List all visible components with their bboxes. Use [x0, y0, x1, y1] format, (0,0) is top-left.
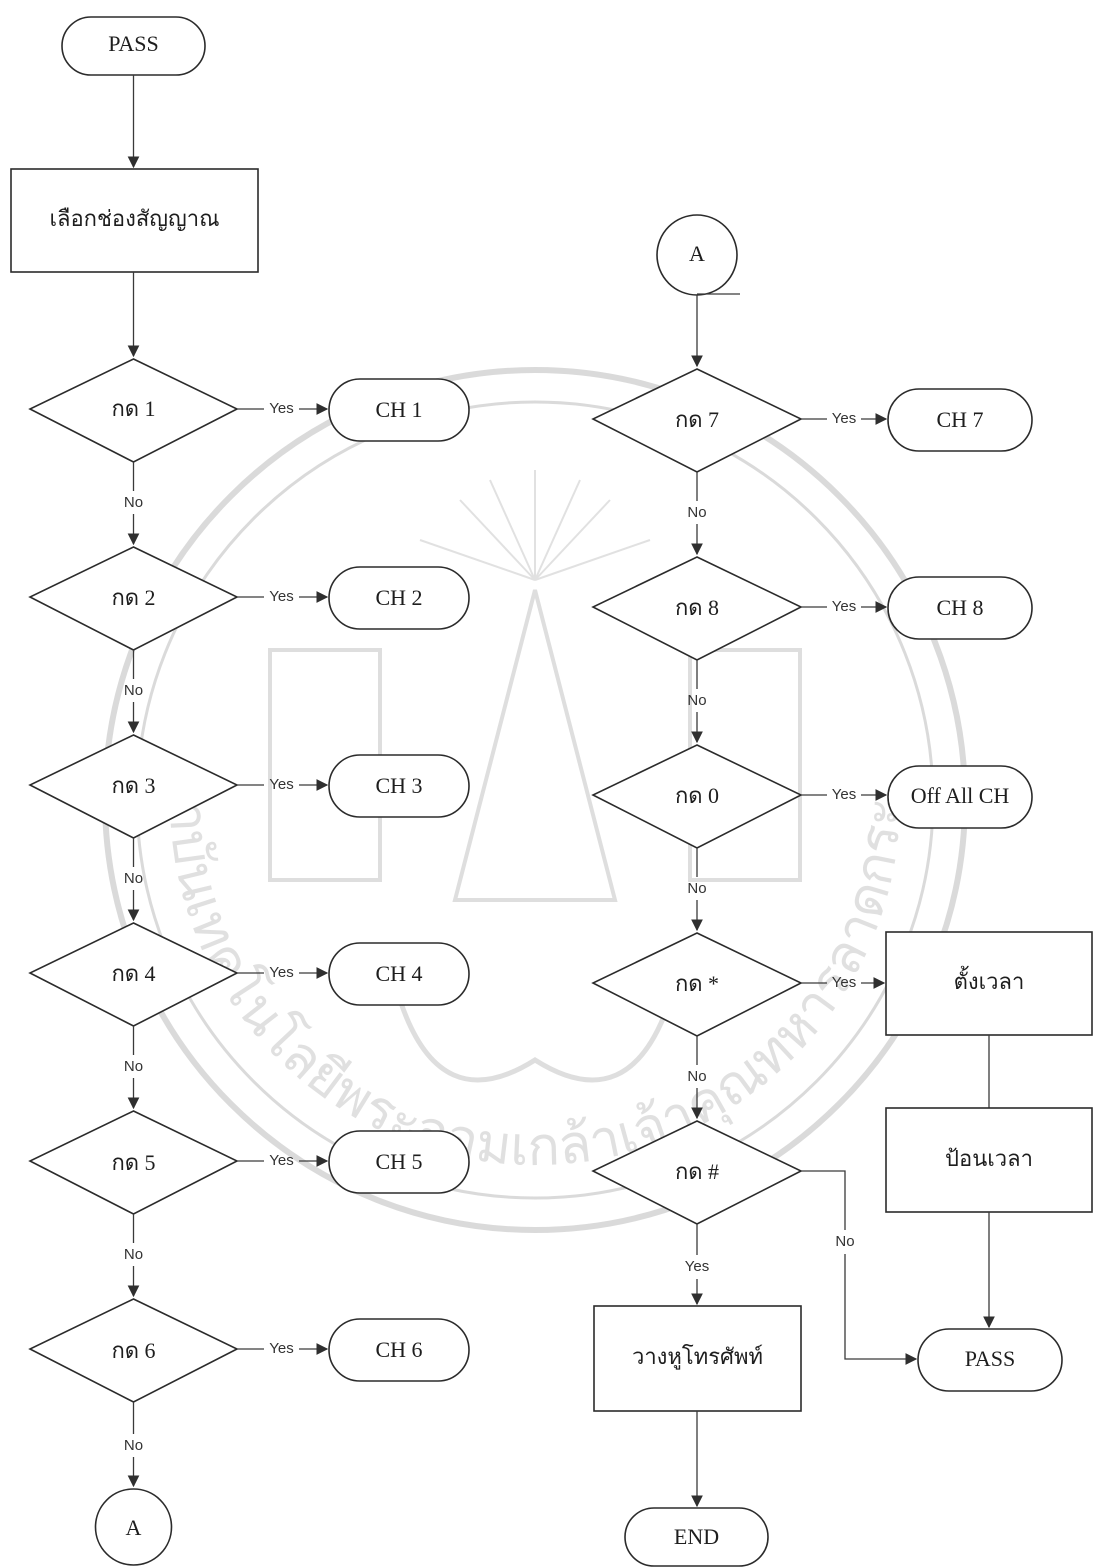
pass-terminal-label: PASS — [965, 1346, 1016, 1371]
result-ch3-label: CH 3 — [375, 773, 422, 798]
result-off-all-ch — [887, 765, 1033, 829]
edge-d0-yes-label: Yes — [832, 786, 856, 803]
edge-d8-no-label: No — [687, 692, 706, 709]
decision-key-hash-label: กด # — [675, 1159, 719, 1184]
edge-d1-no-label: No — [124, 494, 143, 511]
edge-d3-no-label: No — [124, 870, 143, 887]
result-ch1 — [328, 378, 470, 442]
decision-key-6-label: กด 6 — [111, 1338, 155, 1363]
decision-key-5-label: กด 5 — [111, 1150, 155, 1175]
result-off-all-ch-label: Off All CH — [911, 783, 1010, 808]
decision-key-0-label: กด 0 — [675, 783, 719, 808]
edge-d8-yes-label: Yes — [832, 598, 856, 615]
hang-up-label: วางหูโทรศัพท์ — [632, 1344, 763, 1370]
edge-d5-yes-label: Yes — [269, 1152, 293, 1169]
edge-d6-no-label: No — [124, 1437, 143, 1454]
edge-d2-yes-label: Yes — [269, 588, 293, 605]
enter-time-label: ป้อนเวลา — [945, 1146, 1033, 1171]
connector-a-top-label: A — [689, 241, 705, 266]
edge-dhash-no-label: No — [835, 1233, 854, 1250]
result-ch6 — [328, 1318, 470, 1382]
connector-a-bottom — [94, 1488, 173, 1566]
edge-d0-no-label: No — [687, 880, 706, 897]
pass-terminal — [917, 1328, 1063, 1392]
result-ch5 — [328, 1130, 470, 1194]
edge-dhash-no-a — [801, 1170, 846, 1230]
edge-d2-no-label: No — [124, 682, 143, 699]
edge-d6-yes-label: Yes — [269, 1340, 293, 1357]
result-ch3 — [328, 754, 470, 818]
decision-key-1-label: กด 1 — [111, 396, 155, 421]
decision-key-3-label: กด 3 — [111, 773, 155, 798]
edge-d3-yes-label: Yes — [269, 776, 293, 793]
result-ch4-label: CH 4 — [375, 961, 422, 986]
edge-dstar-yes-label: Yes — [832, 974, 856, 991]
decision-key-star-label: กด * — [675, 971, 719, 996]
end-label: END — [674, 1524, 719, 1549]
end-terminal — [624, 1507, 769, 1567]
result-ch2-label: CH 2 — [375, 585, 422, 610]
result-ch4 — [328, 942, 470, 1006]
edge-d7-yes-label: Yes — [832, 410, 856, 427]
result-ch5-label: CH 5 — [375, 1149, 422, 1174]
result-ch2 — [328, 566, 470, 630]
edge-d1-yes-label: Yes — [269, 400, 293, 417]
enter-time-process — [885, 1107, 1093, 1213]
edge-dhash-yes-label: Yes — [685, 1258, 709, 1275]
edge-dstar-no-label: No — [687, 1068, 706, 1085]
decision-key-7-label: กด 7 — [675, 407, 719, 432]
select-channel-label: เลือกช่องสัญญาณ — [49, 206, 219, 231]
select-channel-process — [10, 168, 259, 273]
edge-d7-no-label: No — [687, 504, 706, 521]
decision-key-4-label: กด 4 — [111, 961, 155, 986]
result-ch7 — [887, 388, 1033, 452]
edge-dhash-no-b — [844, 1254, 918, 1365]
result-ch1-label: CH 1 — [375, 397, 422, 422]
set-time-process — [885, 931, 1093, 1036]
result-ch6-label: CH 6 — [375, 1337, 422, 1362]
edge-d5-no-label: No — [124, 1246, 143, 1263]
result-ch7-label: CH 7 — [936, 407, 983, 432]
connector-a-bottom-label: A — [126, 1515, 142, 1540]
decision-key-2-label: กด 2 — [111, 585, 155, 610]
result-ch8-label: CH 8 — [936, 595, 983, 620]
edge-d4-yes-label: Yes — [269, 964, 293, 981]
result-ch8 — [887, 576, 1033, 640]
decision-key-8-label: กด 8 — [675, 595, 719, 620]
start-label: PASS — [108, 31, 159, 56]
set-time-label: ตั้งเวลา — [954, 966, 1025, 994]
edge-d4-no-label: No — [124, 1058, 143, 1075]
